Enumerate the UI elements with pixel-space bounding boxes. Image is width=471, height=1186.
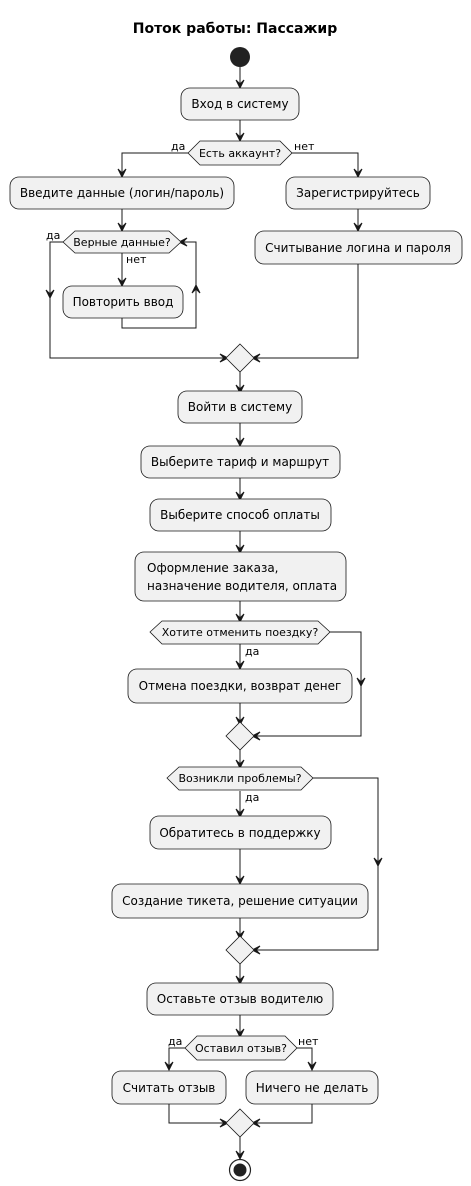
start-node <box>230 47 250 67</box>
svg-text:Вход в систему: Вход в систему <box>191 97 288 111</box>
action-order: Оформление заказа, назначение водителя, … <box>134 551 347 602</box>
svg-text:Отмена поездки, возврат денег: Отмена поездки, возврат денег <box>139 679 342 693</box>
action-enter-credentials: Введите данные (логин/пароль) <box>9 176 235 210</box>
action-read-review: Считать отзыв <box>111 1070 227 1105</box>
merge-node-review <box>225 1108 255 1138</box>
decision-has-account: Есть аккаунт? <box>187 140 293 166</box>
svg-text:Создание тикета, решение ситуа: Создание тикета, решение ситуации <box>122 894 358 908</box>
svg-text:Войти в систему: Войти в систему <box>188 400 292 414</box>
action-sign-in: Войти в систему <box>177 390 303 424</box>
merge-node-login <box>225 343 255 373</box>
label-problems-yes: да <box>245 791 259 804</box>
label-review-no: нет <box>298 1035 319 1048</box>
label-valid-no: нет <box>126 253 147 266</box>
svg-text:Выберите способ оплаты: Выберите способ оплаты <box>160 508 320 522</box>
svg-text:Повторить ввод: Повторить ввод <box>73 295 174 309</box>
svg-text:Оставил отзыв?: Оставил отзыв? <box>195 1042 287 1055</box>
label-review-yes: да <box>168 1035 182 1048</box>
action-retry-input: Повторить ввод <box>62 285 184 319</box>
label-has-account-yes: да <box>171 140 185 153</box>
svg-text:Оформление заказа,: Оформление заказа, <box>147 561 279 575</box>
svg-text:Верные данные?: Верные данные? <box>73 236 171 249</box>
decision-left-review: Оставил отзыв? <box>184 1035 298 1061</box>
decision-valid-data: Верные данные? <box>62 230 182 254</box>
merge-node-cancel <box>225 721 255 751</box>
svg-text:Зарегистрируйтесь: Зарегистрируйтесь <box>296 186 420 200</box>
svg-text:Ничего не делать: Ничего не делать <box>256 1081 369 1095</box>
svg-text:Обратитесь в поддержку: Обратитесь в поддержку <box>159 826 320 840</box>
svg-text:Выберите тариф и маршрут: Выберите тариф и маршрут <box>151 455 329 469</box>
svg-text:Считать отзыв: Считать отзыв <box>123 1081 216 1095</box>
svg-text:Есть аккаунт?: Есть аккаунт? <box>199 147 281 160</box>
svg-text:Возникли проблемы?: Возникли проблемы? <box>178 772 301 785</box>
svg-text:назначение водителя, оплата: назначение водителя, оплата <box>147 579 337 593</box>
label-has-account-no: нет <box>294 140 315 153</box>
action-login-entry: Вход в систему <box>180 87 300 121</box>
svg-text:Введите данные (логин/пароль): Введите данные (логин/пароль) <box>20 186 224 200</box>
action-contact-support: Обратитесь в поддержку <box>149 815 332 850</box>
action-create-ticket: Создание тикета, решение ситуации <box>111 883 369 919</box>
action-choose-payment: Выберите способ оплаты <box>149 498 332 532</box>
decision-cancel-trip: Хотите отменить поездку? <box>149 620 331 645</box>
label-valid-yes: да <box>46 229 60 242</box>
action-cancel-refund: Отмена поездки, возврат денег <box>127 668 353 704</box>
action-read-credentials: Считывание логина и пароля <box>254 230 463 265</box>
action-do-nothing: Ничего не делать <box>245 1070 379 1105</box>
label-cancel-yes: да <box>245 645 259 658</box>
svg-text:Оставьте отзыв водителю: Оставьте отзыв водителю <box>157 992 323 1006</box>
diagram-title: Поток работы: Пассажир <box>133 21 338 37</box>
action-register: Зарегистрируйтесь <box>285 176 431 210</box>
end-node <box>228 1158 252 1182</box>
action-leave-review: Оставьте отзыв водителю <box>146 982 334 1016</box>
decision-problems: Возникли проблемы? <box>166 766 314 791</box>
action-choose-tariff: Выберите тариф и маршрут <box>140 445 341 479</box>
connectors <box>45 67 383 1161</box>
merge-node-problems <box>225 935 255 965</box>
svg-text:Хотите отменить поездку?: Хотите отменить поездку? <box>162 626 319 639</box>
svg-text:Считывание логина и пароля: Считывание логина и пароля <box>265 241 451 255</box>
